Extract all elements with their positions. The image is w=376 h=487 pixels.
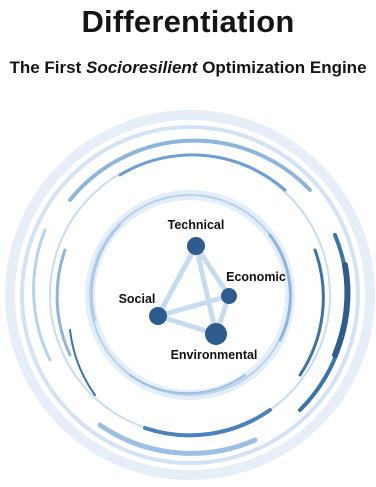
node-economic: [221, 288, 237, 304]
middle-arc-right: [298, 248, 325, 377]
edge-technical-economic: [193, 243, 232, 299]
page-subtitle: The First Socioresilient Optimization En…: [0, 58, 376, 78]
outer-arc-right-thick: [332, 262, 351, 358]
node-social: [149, 307, 167, 325]
middle-arc-left: [55, 248, 72, 357]
outer-arc-right: [298, 233, 350, 412]
outer-arc-top: [68, 138, 312, 202]
edge-social-economic: [155, 293, 232, 319]
subtitle-end: Optimization Engine: [197, 58, 367, 77]
node-label-social: Social: [119, 292, 156, 306]
node-label-environmental: Environmental: [171, 348, 258, 362]
node-label-technical: Technical: [168, 218, 225, 232]
page-title: Differentiation: [81, 4, 295, 39]
edge-group: [155, 243, 232, 337]
outer-arc-left: [32, 228, 52, 362]
edge-technical-social: [155, 243, 199, 319]
edge-technical-environmental: [193, 243, 219, 337]
outer-ring-light: [20, 125, 360, 465]
subtitle-start: The First: [9, 58, 86, 77]
node-environmental: [205, 323, 227, 345]
ring-group: [5, 110, 375, 480]
node-technical: [187, 237, 205, 255]
inner-arc-left: [90, 224, 121, 321]
middle-arc-bottom: [143, 408, 272, 438]
node-group: Technical Economic Social Environmental: [119, 218, 286, 362]
inner-arc-bottom: [129, 374, 246, 395]
inner-arc-right: [268, 233, 292, 342]
subtitle-emphasis: Socioresilient: [85, 58, 198, 77]
middle-arc-top: [118, 153, 287, 192]
outer-halo-ring: [5, 110, 375, 480]
middle-arc-left-dark: [69, 329, 96, 396]
outer-arc-bottom: [97, 422, 258, 456]
node-label-economic: Economic: [226, 270, 286, 284]
